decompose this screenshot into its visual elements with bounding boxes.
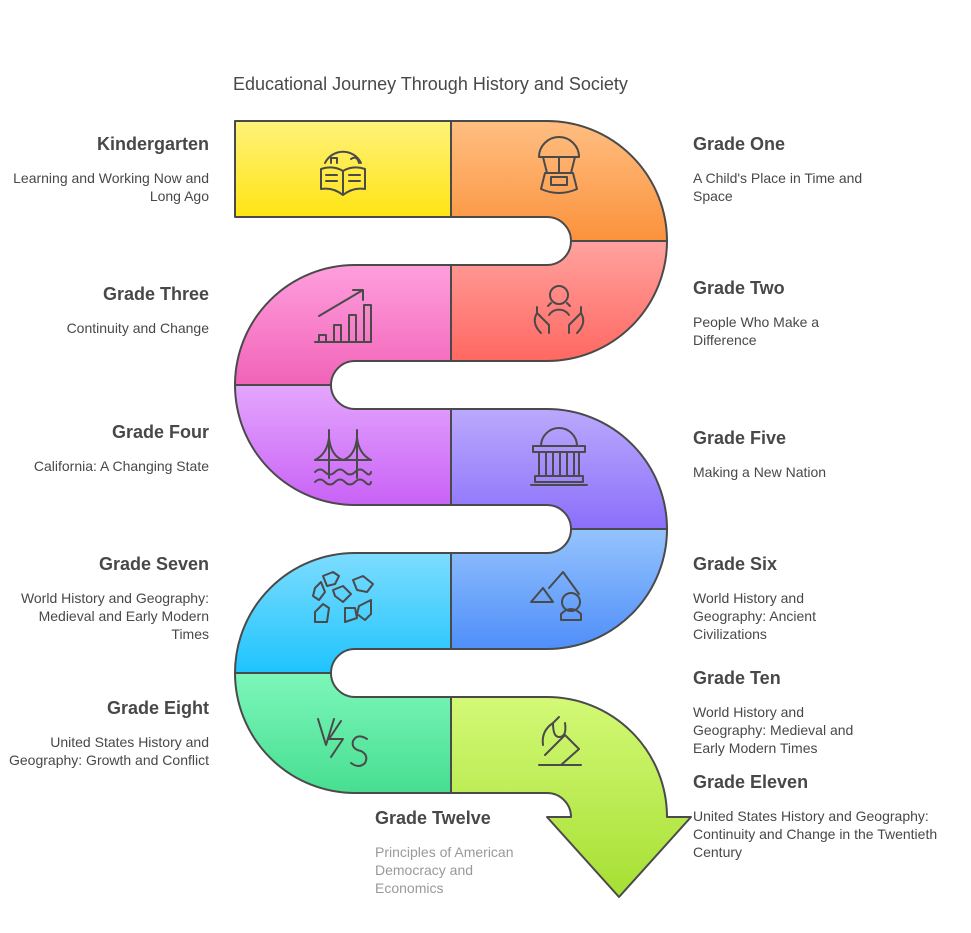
person-hands-icon <box>533 285 585 334</box>
ballot-icon <box>538 716 582 766</box>
capitol-icon <box>530 427 588 486</box>
step-title: Grade Five <box>693 428 787 448</box>
step-description: California: A Changing State <box>33 458 209 474</box>
segment-grade-three <box>234 264 452 386</box>
step-description: United States History and Geography: Gro… <box>9 734 209 768</box>
step-title: Kindergarten <box>96 134 209 154</box>
segment-grade-seven <box>234 552 452 674</box>
step-description: A Child's Place in Time and Space <box>693 170 863 204</box>
segment-grade-one <box>450 120 668 242</box>
step-description: Learning and Working Now and Long Ago <box>13 170 209 204</box>
diagram-title: Educational Journey Through History and … <box>233 74 628 94</box>
stones-icon <box>312 571 374 623</box>
step-title: Grade Three <box>102 284 209 304</box>
step-title: Grade Seven <box>98 554 209 574</box>
segment-kindergarten <box>234 120 452 218</box>
step-title: Grade Four <box>111 422 209 442</box>
step-title: Grade Eight <box>106 698 209 718</box>
step-title: Grade One <box>693 134 786 154</box>
segment-grade-eight <box>234 672 452 794</box>
step-description: World History and Geography: Medieval an… <box>20 590 209 642</box>
step-description: Making a New Nation <box>693 464 827 480</box>
segment-arrow-grade-ten <box>450 696 692 898</box>
step-title: Grade Eleven <box>693 772 809 792</box>
step-description: People Who Make a Difference <box>693 314 820 348</box>
growth-chart-icon <box>314 289 372 343</box>
segment-grade-two <box>450 240 668 362</box>
step-title: Grade Six <box>693 554 778 574</box>
step-title: Grade Ten <box>693 668 781 688</box>
parachute-icon <box>538 136 580 194</box>
step-description: Continuity and Change <box>66 320 209 336</box>
versus-icon <box>317 718 368 767</box>
segment-grade-six <box>450 528 668 650</box>
step-grade-one: Grade One A Child's Place in Time and Spa… <box>693 134 863 205</box>
globe-book-icon <box>320 150 366 196</box>
pyramid-person-icon <box>530 571 582 621</box>
step-title: Grade Two <box>693 278 785 298</box>
step-description: United States History and Geography: Con… <box>693 808 938 860</box>
step-description: Principles of American Democracy and Eco… <box>375 844 514 896</box>
step-description: World History and Geography: Medieval an… <box>693 704 854 756</box>
bridge-icon <box>314 429 372 486</box>
segment-grade-four <box>234 384 452 506</box>
step-title: Grade Twelve <box>375 808 491 828</box>
step-description: World History and Geography: Ancient Civ… <box>693 590 816 642</box>
